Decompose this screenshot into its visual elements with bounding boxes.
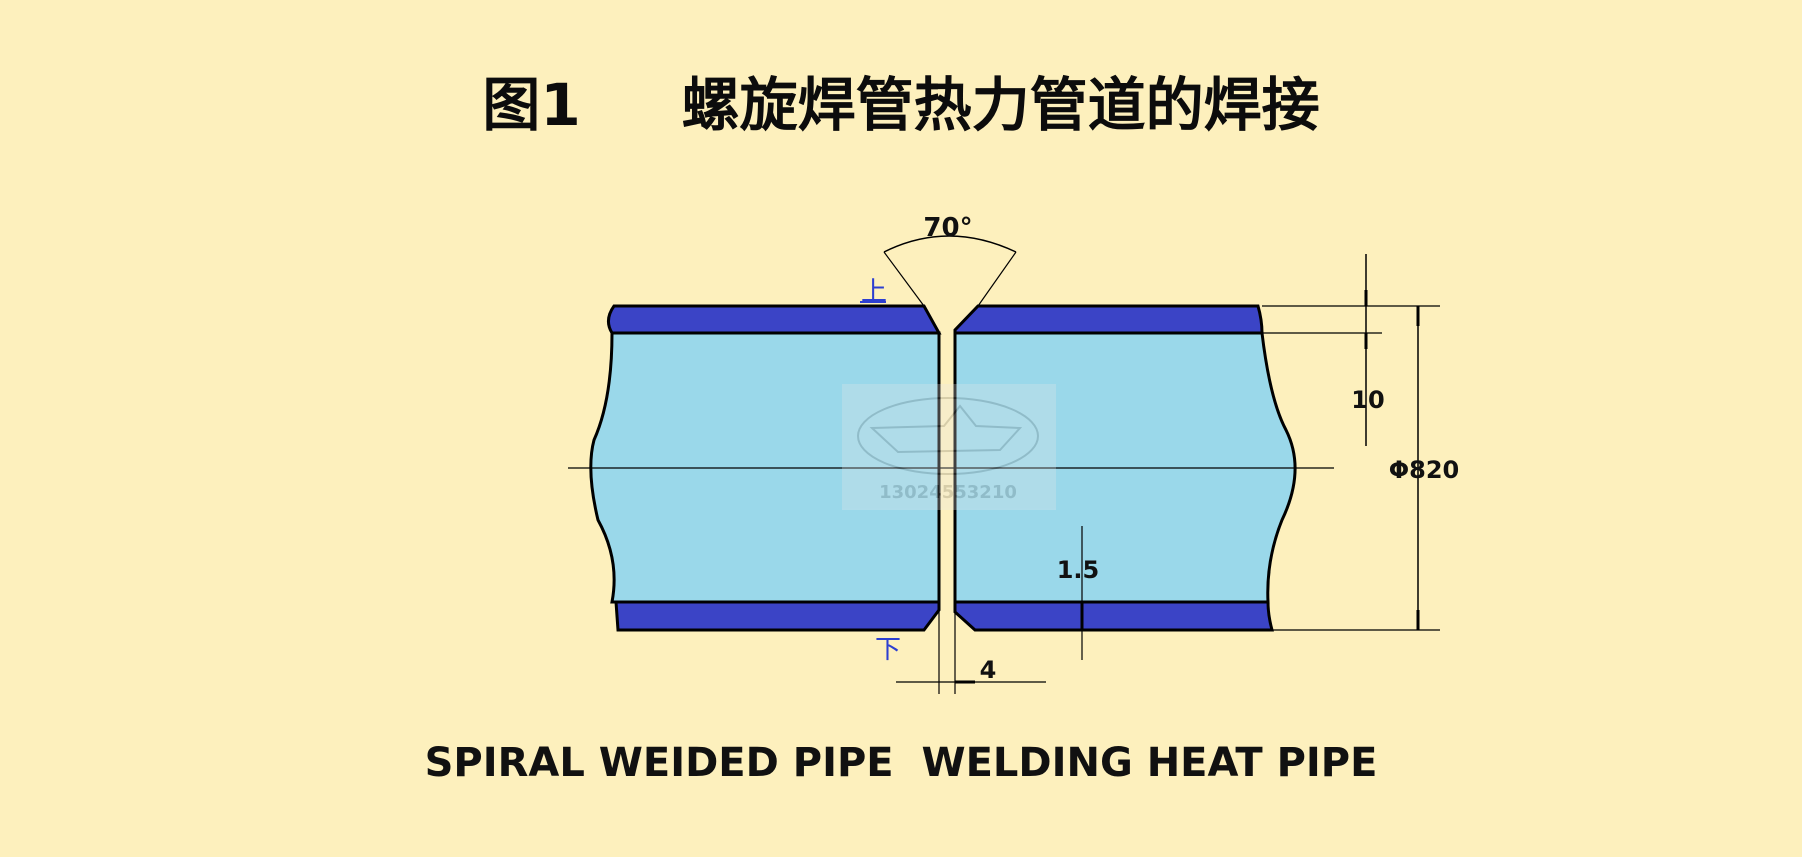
watermark: 13024553210 — [842, 384, 1056, 510]
gap-label: 4 — [980, 656, 997, 684]
angle-arc — [883, 235, 1017, 253]
watermark-phone: 13024553210 — [879, 482, 1017, 503]
angle-label: 70° — [923, 213, 972, 243]
page-title: 图1 螺旋焊管热力管道的焊接 — [482, 71, 1320, 139]
right-bottom-wall — [953, 600, 1274, 632]
bottom-side-label: 下 — [875, 635, 901, 665]
bevel-extension-left — [883, 251, 925, 307]
diameter-label: Φ820 — [1389, 456, 1460, 484]
diagram-caption: SPIRAL WEIDED PIPE WELDING HEAT PIPE — [424, 740, 1378, 786]
thickness-label: 10 — [1351, 386, 1384, 414]
bevel-extension-right — [977, 251, 1017, 307]
root-face-label: 1.5 — [1057, 556, 1100, 584]
watermark-box — [842, 384, 1056, 510]
watermark-ship-icon — [869, 404, 1023, 454]
left-top-wall — [607, 304, 942, 335]
right-top-wall — [953, 304, 1264, 335]
left-bottom-wall — [614, 600, 941, 632]
watermark-logo — [857, 397, 1039, 475]
